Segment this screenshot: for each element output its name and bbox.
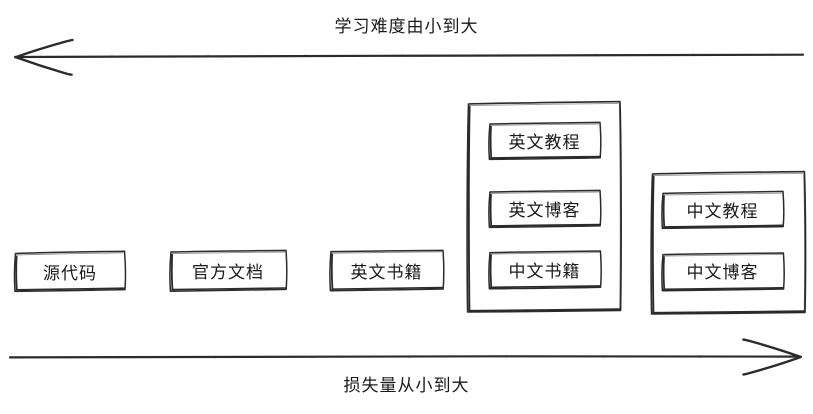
top-axis-arrow <box>14 38 805 76</box>
bottom-axis-arrow <box>8 338 802 376</box>
node-english-blogs[interactable]: 英文博客 <box>508 201 581 221</box>
node-chinese-blogs[interactable]: 中文博客 <box>686 263 759 283</box>
node-official-docs[interactable]: 官方文档 <box>192 262 264 283</box>
node-english-books[interactable]: 英文书籍 <box>350 262 423 283</box>
node-english-tutorials[interactable]: 英文教程 <box>508 133 581 153</box>
node-chinese-tutorials[interactable]: 中文教程 <box>686 202 759 222</box>
bottom-axis-label: 损失量从小到大 <box>343 376 470 396</box>
node-chinese-books[interactable]: 中文书籍 <box>508 262 581 282</box>
top-axis-label: 学习难度由小到大 <box>334 17 479 37</box>
node-source-code[interactable]: 源代码 <box>43 263 97 284</box>
